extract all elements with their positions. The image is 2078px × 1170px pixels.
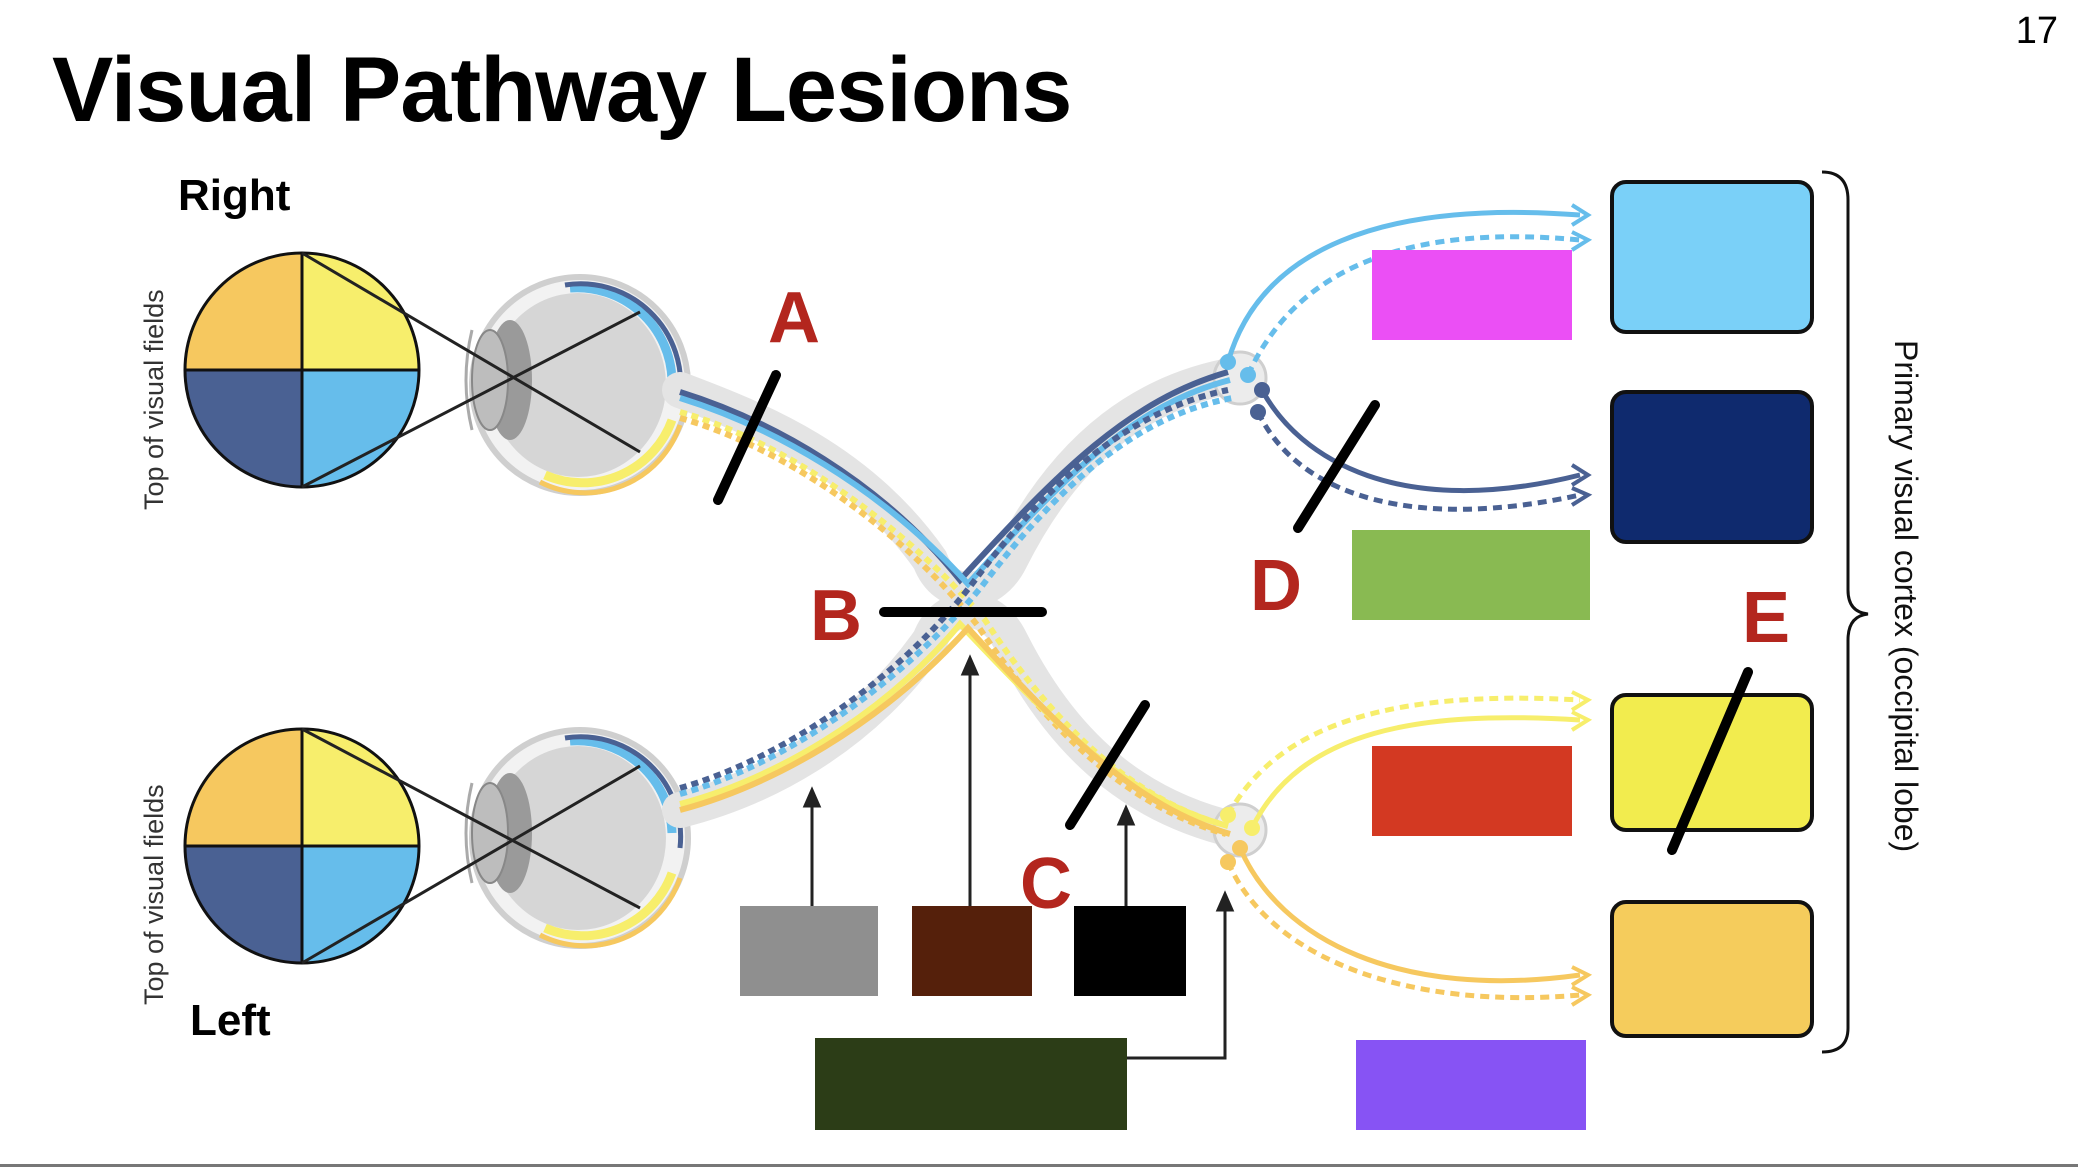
left-eye-projection-lines [301,727,641,965]
left-eye-label: Left [190,996,271,1045]
purple-box [1356,1040,1586,1130]
lesion-label-d: D [1250,546,1302,626]
cortex-box-navy [1610,390,1814,544]
cortex-label: Primary visual cortex (occipital lobe) [1888,340,1924,852]
gray-box [740,906,878,996]
lesion-label-c: C [1020,844,1072,924]
lesion-cut-c [1065,700,1150,830]
brown-box [912,906,1032,996]
left-eyeball [464,727,691,949]
left-visual-field [183,727,421,965]
left-nasal-fiber-navy [679,387,1229,791]
red-box [1372,746,1572,836]
lesion-label-e: E [1742,578,1790,658]
magenta-box [1372,250,1572,340]
left-field-axis-label: Top of visual fields [139,784,169,1005]
bottom-rule [0,1164,2078,1167]
lesion-cut-e [1667,667,1753,855]
right-temporal-fiber-sky [679,377,1231,589]
lesion-cut-d [1293,400,1380,533]
optic-radiations [1225,203,1593,1007]
green-box [1352,530,1590,620]
right-eyeball [464,274,691,496]
right-visual-field [183,251,421,489]
cortex-box-orange [1610,900,1814,1038]
right-eye-label: Right [178,171,291,220]
slide-title: Visual Pathway Lesions [52,39,1072,141]
lesion-cuts [713,370,1753,855]
lesion-label-b: B [810,576,862,656]
left-temporal-fiber-orange [679,623,1231,837]
lesion-label-a: A [768,278,820,358]
black-box [1074,906,1186,996]
page-number: 17 [2015,10,2058,52]
cortex-box-sky [1610,180,1814,334]
right-field-axis-label: Top of visual fields [139,289,169,510]
dark-green-box [815,1038,1127,1130]
right-eye-projection-lines [301,251,641,489]
lesion-cut-a [713,370,781,505]
right-temporal-fiber-navy [679,369,1229,585]
label-arrows [802,654,1235,1060]
cortex-brace [1821,170,1869,1054]
